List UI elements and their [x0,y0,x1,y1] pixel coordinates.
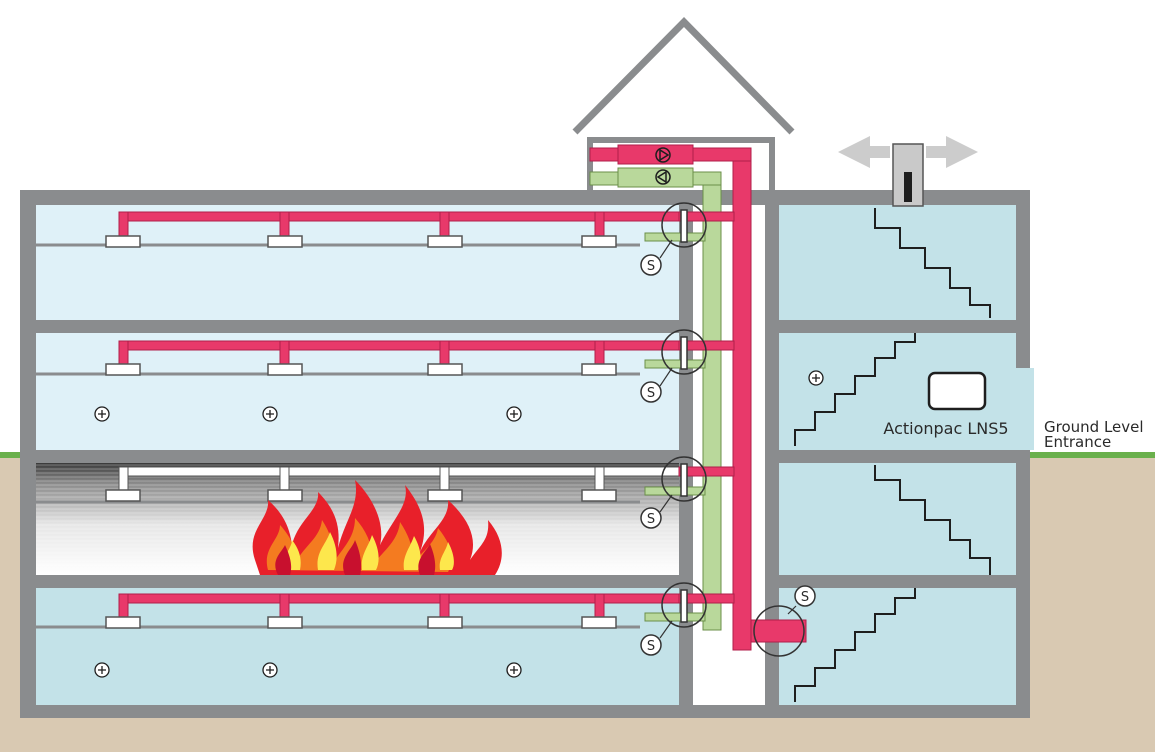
sensor-icon [640,381,662,403]
entrance-opening [1016,368,1034,450]
floor-2 [36,333,679,450]
unit-label: Actionpac LNS5 [883,419,1008,438]
stair-3 [779,463,1016,575]
sensor-label: S [647,259,655,274]
vent-arrow-right [926,136,978,168]
damper-blades [680,209,688,623]
sensor-label: S [647,512,655,527]
sensor-label: S [647,639,655,654]
smoke-sensors: S S S S S [640,254,816,656]
sensor-label: S [801,590,809,605]
diffusers [105,235,617,629]
sensor-icon [640,507,662,529]
stair-1 [779,205,1016,320]
floor-4 [36,588,679,705]
fan-icon [655,147,671,185]
ground-level-label: Ground Level [1044,418,1144,436]
sensor-leaders [659,239,797,639]
vent-arrow-left [838,136,890,168]
sensor-icon [640,254,662,276]
stair-4 [779,588,1016,705]
floor-1 [36,205,679,320]
roof [572,17,795,135]
entrance-label: Entrance [1044,433,1111,451]
fire-icon [252,480,502,575]
actionpac-unit [927,371,987,411]
stairs [794,208,991,702]
sensor-label: S [647,386,655,401]
sensor-icon [794,585,816,607]
dampers [661,202,805,657]
sensor-icon [640,634,662,656]
